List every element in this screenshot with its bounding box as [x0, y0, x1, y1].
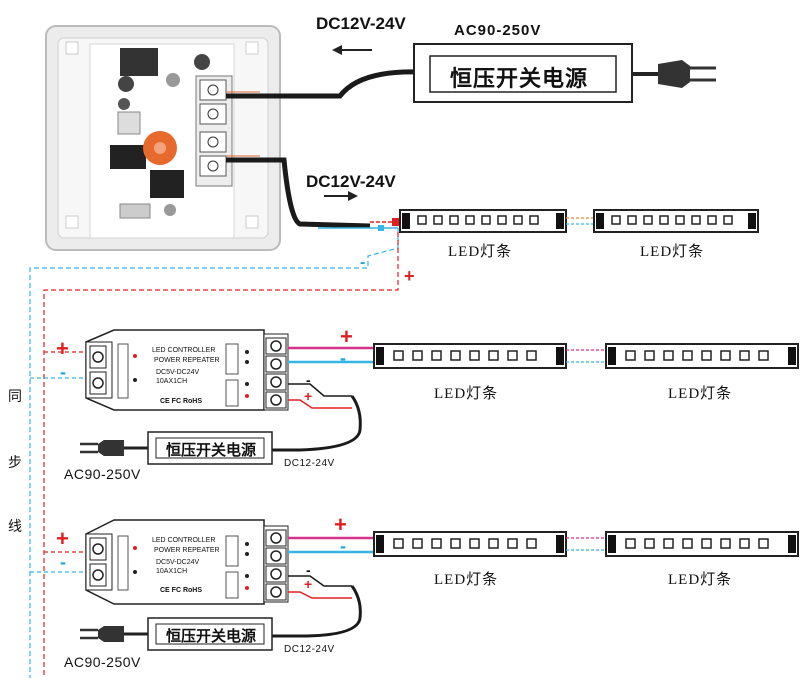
- sync-line-char-2: 步: [8, 454, 22, 470]
- row2-strip-label-1: LED灯条: [434, 572, 499, 588]
- led-strip-row2-2: [605, 531, 799, 557]
- row1-input-minus: -: [60, 362, 66, 382]
- dc-voltage-label-top: DC12V-24V: [316, 14, 406, 33]
- row1-output-minus: -: [340, 348, 346, 368]
- psu-label-top: 恒压开关电源: [450, 66, 589, 91]
- ac-voltage-label-top: AC90-250V: [454, 22, 542, 39]
- row2-controller-current: 10AX1CH: [156, 568, 188, 575]
- row2-controller-title: LED CONTROLLER: [152, 537, 216, 544]
- strip-label-top-2: LED灯条: [640, 244, 705, 260]
- led-strip-top-2: [593, 209, 759, 233]
- sync-plus-top: +: [404, 266, 415, 286]
- row2-psu-label: 恒压开关电源: [166, 628, 257, 645]
- led-strip-row1-2: [605, 343, 799, 369]
- row1-strip-label-1: LED灯条: [434, 386, 499, 402]
- row2-controller-voltage: DC5V-DC24V: [156, 559, 200, 566]
- dc-voltage-label-output: DC12V-24V: [306, 172, 396, 191]
- row1-psu-label: 恒压开关电源: [166, 442, 257, 459]
- row1-controller-certs: CE FC RoHS: [160, 398, 202, 405]
- wall-panel: [45, 25, 281, 251]
- sync-line-char-3: 线: [8, 518, 22, 534]
- row1-controller-voltage: DC5V-DC24V: [156, 369, 200, 376]
- row1-power-plus: +: [304, 388, 313, 404]
- row2-input-plus: +: [56, 526, 69, 551]
- strip-label-top-1: LED灯条: [448, 244, 513, 260]
- row2-dc-label: DC12-24V: [284, 644, 335, 655]
- row2-ac-label: AC90-250V: [64, 654, 141, 670]
- row2-output-minus: -: [340, 536, 346, 556]
- row1-ac-label: AC90-250V: [64, 466, 141, 482]
- row2-controller-subtitle: POWER REPEATER: [154, 547, 220, 554]
- row1-power-minus: -: [306, 372, 311, 388]
- led-strip-top-1: [399, 209, 567, 233]
- row1-dc-label: DC12-24V: [284, 458, 335, 469]
- row2-power-plus: +: [304, 576, 313, 592]
- row1-input-plus: +: [56, 336, 69, 361]
- led-strip-row2-1: [373, 531, 567, 557]
- row2-output-plus: +: [334, 512, 347, 537]
- row1-controller-title: LED CONTROLLER: [152, 347, 216, 354]
- row1-controller-subtitle: POWER REPEATER: [154, 357, 220, 364]
- row1-output-plus: +: [340, 324, 353, 349]
- row2-input-minus: -: [60, 552, 66, 572]
- row2-controller-certs: CE FC RoHS: [160, 587, 202, 594]
- led-strip-row1-1: [373, 343, 567, 369]
- row1-strip-label-2: LED灯条: [668, 386, 733, 402]
- sync-line-char-1: 同: [8, 388, 22, 404]
- controller-1: [85, 329, 289, 411]
- sync-minus-top: -: [360, 254, 366, 271]
- row2-strip-label-2: LED灯条: [668, 572, 733, 588]
- row1-controller-current: 10AX1CH: [156, 378, 188, 385]
- controller-2: [85, 519, 289, 605]
- row2-power-minus: -: [306, 562, 311, 578]
